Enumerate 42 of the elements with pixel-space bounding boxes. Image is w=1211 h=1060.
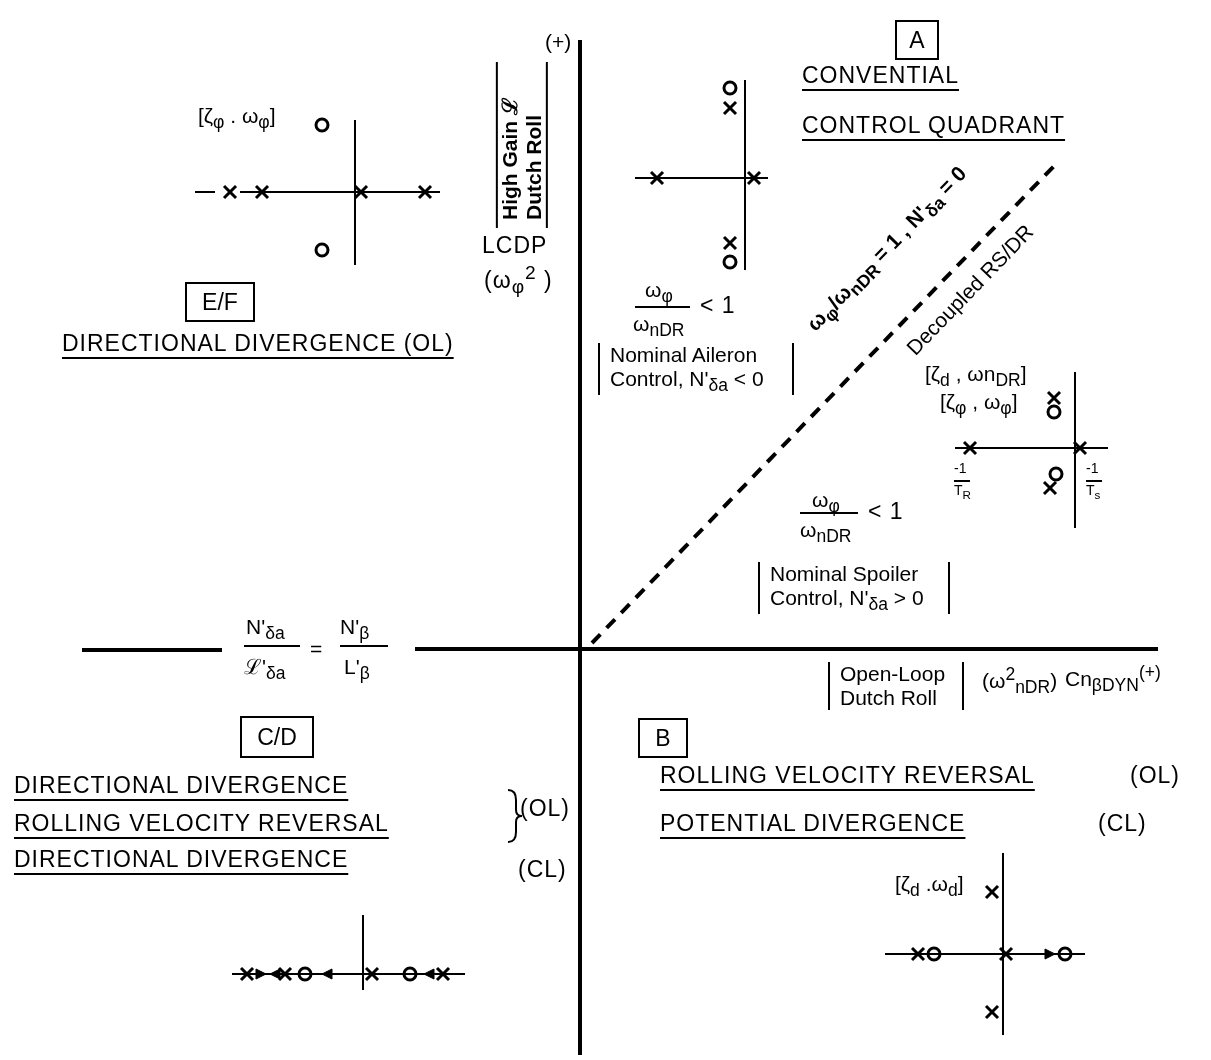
quadrant-tag: C/D [240,716,314,758]
formula: N'$_{δa}$ [246,615,285,644]
mode-label: (OL) [520,795,570,822]
quadrant-tag: B [638,718,688,758]
heading: DIRECTIONAL DIVERGENCE [14,846,349,873]
bracketed-note: Open-Loop Dutch Roll [828,662,964,711]
heading: CONVENTIAL [802,62,959,89]
mode-label: (CL) [1098,810,1147,837]
bracketed-note: Nominal Aileron Control, N'$_{δa}$ < 0 [598,343,794,396]
sign-label: (+) [545,30,572,55]
formula: (ω$^{2}$$_{nDR}$) [982,664,1058,698]
locus-label: [ζ$_{d}$ , ωn$_{DR}$] [925,362,1027,391]
mode-label: (CL) [518,856,567,883]
locus-label: T$_{R}$ [954,482,971,502]
formula: N'$_{β}$ [340,615,370,644]
bracketed-note: Nominal Spoiler Control, N'$_{δa}$ > 0 [758,562,950,615]
heading: DIRECTIONAL DIVERGENCE [14,772,349,799]
locus-label: T$_{s}$ [1086,482,1101,502]
locus-label: [ζ$_{d}$ .ω$_{d}$] [895,872,964,901]
locus-label: [ζ$_{φ}$ . ω$_{φ}$] [198,104,276,133]
formula: ω$_{nDR}$ [800,518,852,547]
formula: ω$_{φ}$ [645,278,673,307]
locus-label: -1 [1086,460,1099,477]
heading: POTENTIAL DIVERGENCE [660,810,966,837]
formula: ℒ'$_{δa}$ [244,655,286,684]
bracketed-note: High Gain ℒ Dutch Roll [495,62,549,228]
axis-label: LCDP [482,232,548,259]
heading: CONTROL QUADRANT [802,112,1066,139]
formula: = [310,637,323,662]
heading: ROLLING VELOCITY REVERSAL [14,810,389,837]
heading: DIRECTIONAL DIVERGENCE (OL) [62,330,454,357]
formula: < 1 [700,292,736,319]
formula: < 1 [868,498,904,525]
quadrant-tag: A [895,20,939,60]
formula: L'$_{β}$ [344,655,370,684]
formula: (ω$_{φ}$$^{2}$ ) [484,262,553,299]
heading: ROLLING VELOCITY REVERSAL [660,762,1035,789]
locus-label: [ζ$_{φ}$ , ω$_{φ}$] [940,390,1018,419]
quadrant-tag: E/F [185,282,255,322]
mode-label: (OL) [1130,762,1180,789]
locus-label: -1 [954,460,967,477]
formula: ω$_{nDR}$ [633,312,685,341]
